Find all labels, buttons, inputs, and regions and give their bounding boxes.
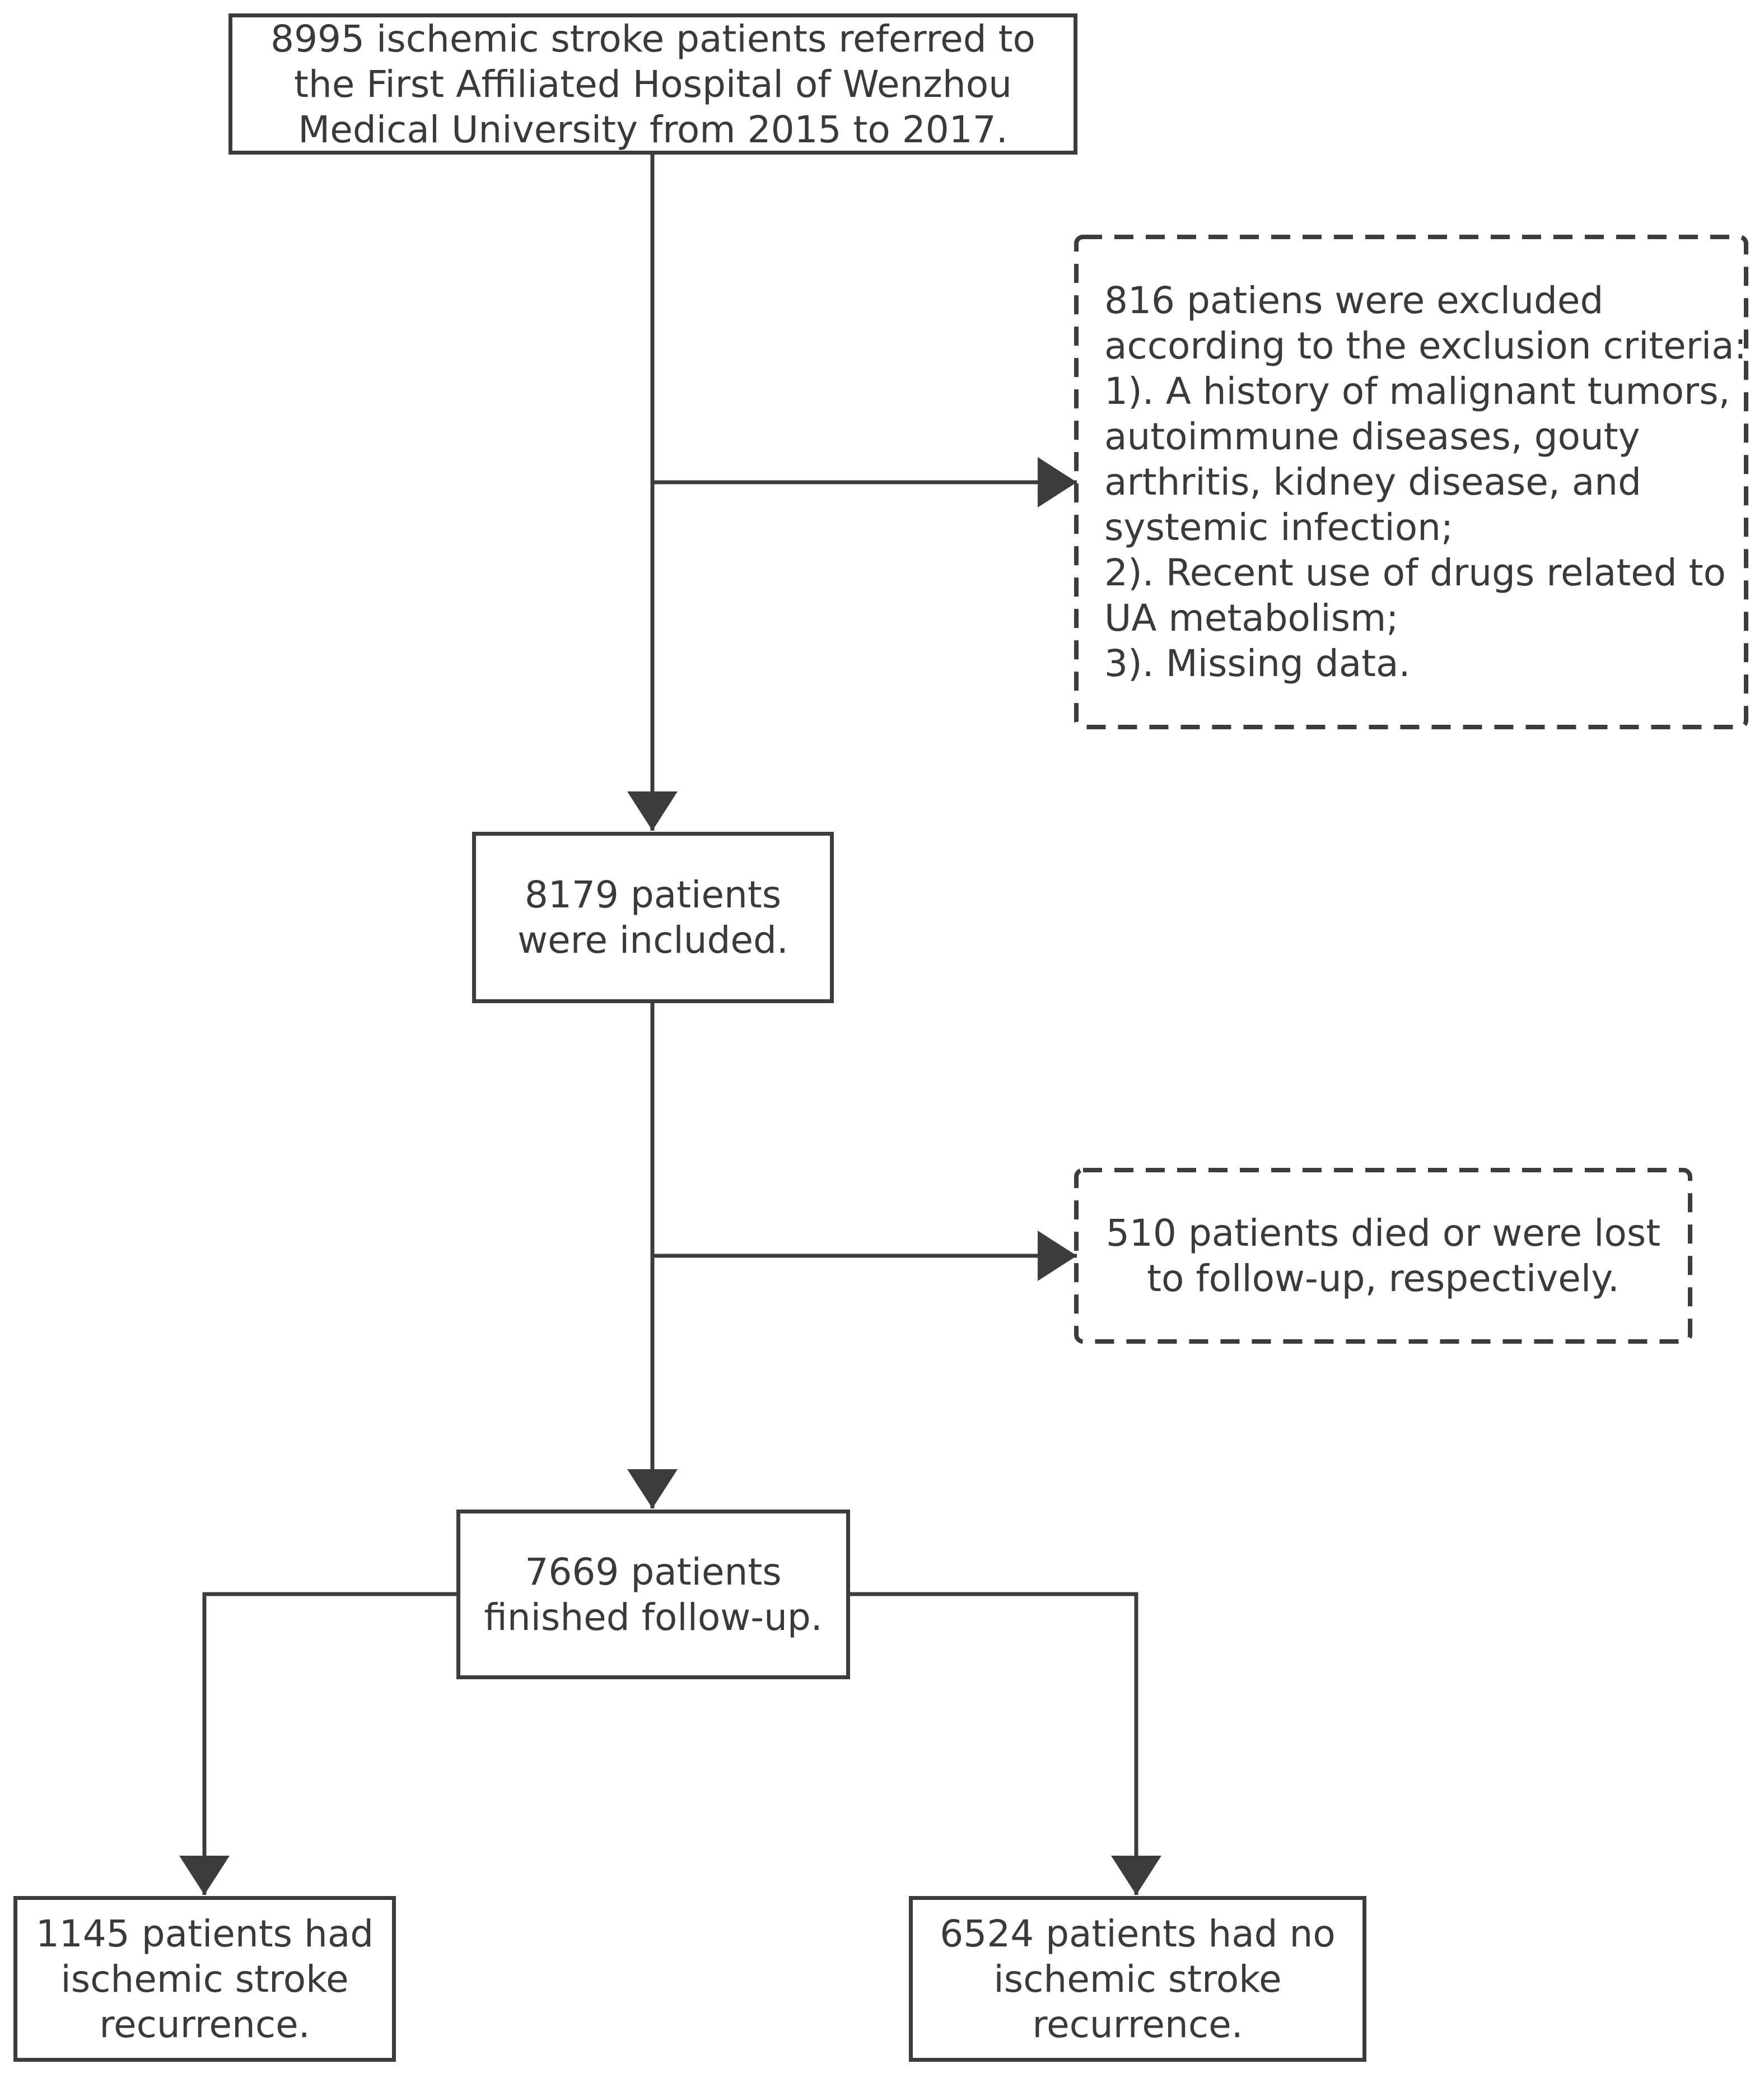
included-line-2: were included. xyxy=(517,919,788,962)
exclusion-line-6: systemic infection; xyxy=(1104,506,1454,549)
finished-box: 7669 patients finished follow-up. xyxy=(456,1510,850,1679)
no-recurrence-box: 6524 patients had no ischemic stroke rec… xyxy=(909,1896,1366,2062)
finished-line-2: finished follow-up. xyxy=(484,1595,823,1639)
exclusion-line-9: 3). Missing data. xyxy=(1104,642,1411,685)
no-recurrence-line-1: 6524 patients had no xyxy=(940,1912,1336,1955)
exclusion-line-1: 816 patiens were excluded xyxy=(1104,279,1604,322)
no-recurrence-line-3: recurrence. xyxy=(1032,2002,1243,2046)
recurrence-line-2: ischemic stroke xyxy=(60,1957,349,2001)
recurrence-box: 1145 patients had ischemic stroke recurr… xyxy=(13,1896,396,2062)
exclusion-line-7: 2). Recent use of drugs related to xyxy=(1104,551,1726,594)
exclusion-line-8: UA metabolism; xyxy=(1104,597,1399,640)
arrow-to-recurrence xyxy=(179,1592,456,1895)
exclusion-box: 816 patiens were excluded according to t… xyxy=(1076,237,1747,727)
start-line-1: 8995 ischemic stroke patients referred t… xyxy=(270,17,1035,60)
exclusion-line-4: autoimmune diseases, gouty xyxy=(1104,415,1640,458)
arrow-to-no-recurrence xyxy=(850,1592,1161,1895)
no-recurrence-line-2: ischemic stroke xyxy=(993,1957,1282,2001)
start-box: 8995 ischemic stroke patients referred t… xyxy=(228,13,1077,155)
recurrence-line-3: recurrence. xyxy=(99,2002,310,2046)
included-line-1: 8179 patients xyxy=(524,873,782,916)
recurrence-line-1: 1145 patients had xyxy=(35,1912,374,1955)
lost-box: 510 patients died or were lost to follow… xyxy=(1076,1170,1690,1341)
start-line-2: the First Affiliated Hospital of Wenzhou xyxy=(294,62,1012,106)
exclusion-box-border xyxy=(1074,235,1748,729)
finished-line-1: 7669 patients xyxy=(525,1550,782,1594)
exclusion-line-3: 1). A history of malignant tumors, xyxy=(1104,370,1730,413)
lost-line-2: to follow-up, respectively. xyxy=(1147,1257,1620,1300)
exclusion-line-5: arthritis, kidney disease, and xyxy=(1104,460,1642,504)
exclusion-line-2: according to the exclusion criteria: xyxy=(1104,324,1747,367)
lost-box-border xyxy=(1074,1168,1692,1344)
lost-line-1: 510 patients died or were lost xyxy=(1105,1212,1661,1255)
start-line-3: Medical University from 2015 to 2017. xyxy=(298,108,1008,151)
included-box: 8179 patients were included. xyxy=(472,832,834,1003)
